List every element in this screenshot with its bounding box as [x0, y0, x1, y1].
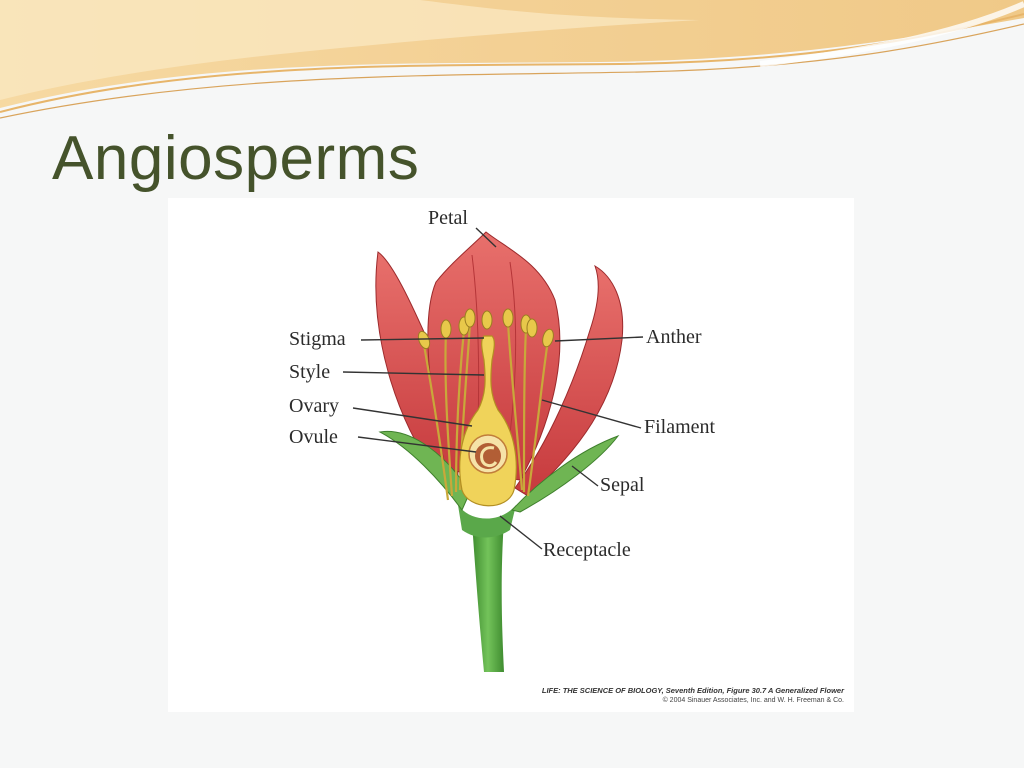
sepal-right [511, 434, 620, 513]
figure-copyright: © 2004 Sinauer Associates, Inc. and W. H… [662, 697, 844, 704]
label-sepal: Sepal [600, 474, 645, 496]
leader-lines [342, 227, 644, 550]
label-ovule: Ovule [289, 426, 338, 448]
petal-right [514, 264, 624, 497]
slide-title: Angiosperms [52, 124, 420, 193]
label-petal: Petal [428, 207, 468, 229]
anthers [417, 308, 554, 350]
receptacle [458, 505, 516, 538]
figure-credit: LIFE: THE SCIENCE OF BIOLOGY, Seventh Ed… [541, 686, 844, 695]
label-ovary: Ovary [289, 395, 339, 417]
label-receptacle: Receptacle [543, 539, 631, 561]
header-decoration [0, 0, 1024, 119]
label-anther: Anther [646, 326, 702, 348]
stem [472, 520, 504, 672]
label-filament: Filament [644, 416, 716, 438]
label-stigma: Stigma [289, 328, 346, 350]
label-style: Style [289, 361, 330, 383]
